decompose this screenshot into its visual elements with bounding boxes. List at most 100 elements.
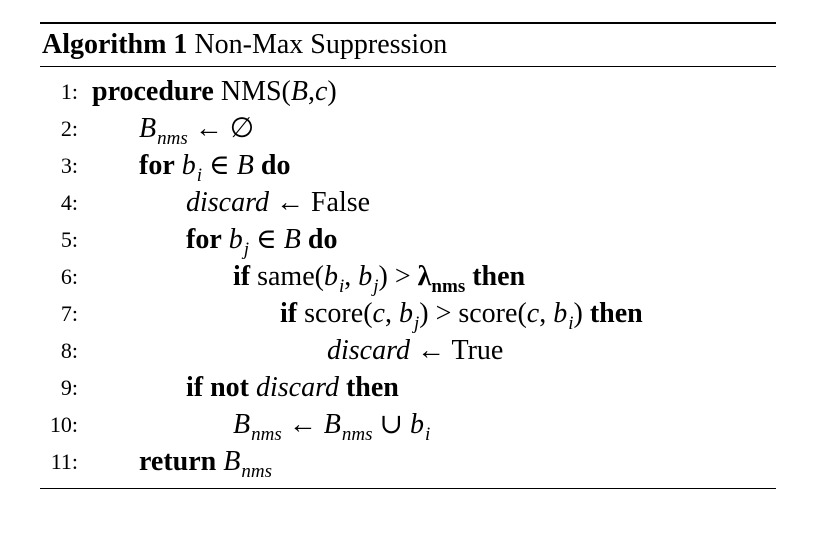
keyword-do: do — [260, 150, 291, 181]
subscript-j: j — [373, 276, 379, 297]
element-of: ∈ — [209, 150, 230, 181]
lambda-symbol: λ — [417, 261, 432, 292]
algorithm-caption: Algorithm 1 Non-Max Suppression — [40, 24, 776, 66]
line-number: 2: — [60, 116, 78, 141]
var-b: b — [228, 224, 243, 255]
line-number: 8: — [60, 338, 78, 363]
var-discard: discard — [186, 187, 269, 218]
algo-line-5: 5: for bj ∈ B do — [40, 221, 776, 261]
value-true: True — [451, 335, 504, 366]
algo-line-3: 3: for bi ∈ B do — [40, 147, 776, 187]
algo-line-7: 7: if score(c, bj) > score(c, bi) then — [40, 295, 776, 334]
procedure-name: NMS — [220, 76, 282, 107]
algo-line-6: 6: if same(bi, bj) > λnms then — [40, 258, 776, 297]
algo-line-11: 11: return Bnms — [40, 443, 776, 482]
keyword-if-not: if not — [186, 372, 249, 403]
algorithm-title: Non-Max Suppression — [194, 29, 448, 60]
algo-line-8: 8: discard ← True — [40, 332, 776, 369]
keyword-if: if — [280, 298, 298, 329]
assign-arrow: ← — [275, 187, 304, 218]
algorithm-lines: 1: procedure NMS(B,c) 2: Bnms ← ∅ 3: for… — [40, 67, 776, 488]
var-b: b — [398, 298, 413, 329]
var-b: b — [553, 298, 568, 329]
var-B: B — [223, 446, 241, 477]
algo-line-10: 10: Bnms ← Bnms ∪ bi — [40, 406, 776, 446]
line-code: if same(bi, bj) > λnms then — [233, 261, 526, 297]
line-number: 3: — [60, 153, 78, 178]
keyword-then: then — [472, 261, 526, 292]
bottom-rule — [40, 488, 776, 489]
line-number: 6: — [60, 264, 78, 289]
subscript-nms: nms — [251, 424, 282, 445]
subscript-i: i — [424, 424, 431, 445]
algo-line-9: 9: if not discard then — [40, 369, 776, 406]
union-symbol: ∪ — [379, 409, 403, 440]
keyword-procedure: procedure — [92, 76, 214, 107]
var-b: b — [323, 261, 338, 292]
keyword-return: return — [139, 446, 217, 477]
line-number: 11: — [50, 449, 78, 474]
line-code: Bnms ← Bnms ∪ bi — [233, 406, 430, 446]
var-discard: discard — [327, 335, 410, 366]
line-code: procedure NMS(B,c) — [92, 76, 337, 107]
algo-line-1: 1: procedure NMS(B,c) — [40, 73, 776, 110]
keyword-if: if — [233, 261, 251, 292]
func-score: score — [304, 298, 364, 329]
subscript-nms-bold: nms — [431, 276, 466, 297]
line-code: if score(c, bj) > score(c, bi) then — [280, 298, 643, 334]
subscript-i: i — [338, 276, 345, 297]
line-code: for bi ∈ B do — [139, 147, 290, 187]
assign-arrow: ← — [288, 409, 317, 440]
line-number: 9: — [60, 375, 78, 400]
greater-than: > — [394, 261, 411, 292]
var-discard: discard — [256, 372, 339, 403]
line-number: 5: — [60, 227, 78, 252]
empty-set: ∅ — [229, 113, 255, 144]
subscript-i: i — [196, 165, 203, 186]
subscript-nms: nms — [341, 424, 373, 445]
greater-than: > — [435, 298, 452, 329]
line-code: if not discard then — [186, 369, 399, 406]
line-code: for bj ∈ B do — [186, 221, 337, 261]
line-number: 10: — [49, 412, 78, 437]
keyword-then: then — [589, 298, 643, 329]
var-b: b — [358, 261, 373, 292]
subscript-j: j — [243, 239, 250, 260]
subscript-nms: nms — [157, 128, 188, 149]
var-B: B — [283, 224, 301, 255]
var-B: B — [323, 409, 341, 440]
caption-rule — [40, 66, 776, 67]
line-code: discard ← True — [327, 332, 503, 369]
keyword-then: then — [345, 372, 399, 403]
top-rule — [40, 22, 776, 24]
var-B: B — [236, 150, 254, 181]
var-B: B — [139, 113, 157, 144]
line-number: 7: — [60, 301, 78, 326]
keyword-for: for — [139, 150, 175, 181]
value-false: False — [310, 187, 371, 218]
var-b: b — [409, 409, 424, 440]
var-c: c — [526, 298, 540, 329]
algorithm-label: Algorithm 1 — [42, 29, 188, 60]
var-B: B — [233, 409, 251, 440]
algorithm-block: Algorithm 1 Non-Max Suppression 1: proce… — [40, 22, 776, 489]
var-c: c — [372, 298, 385, 329]
assign-arrow: ← — [416, 335, 445, 366]
element-of: ∈ — [256, 224, 277, 255]
keyword-do: do — [307, 224, 338, 255]
var-b: b — [181, 150, 196, 181]
line-code: discard ← False — [186, 184, 370, 221]
line-number: 1: — [60, 79, 78, 104]
subscript-j: j — [413, 313, 420, 334]
line-number: 4: — [60, 190, 78, 215]
func-same: same — [257, 261, 315, 292]
keyword-for: for — [186, 224, 222, 255]
subscript-nms: nms — [241, 461, 272, 482]
var-B: B — [290, 76, 308, 107]
algo-line-2: 2: Bnms ← ∅ — [40, 110, 776, 150]
algo-line-4: 4: discard ← False — [40, 184, 776, 221]
func-score: score — [458, 298, 518, 329]
line-code: Bnms ← ∅ — [139, 110, 254, 150]
assign-arrow: ← — [194, 113, 223, 144]
var-c: c — [314, 76, 328, 107]
